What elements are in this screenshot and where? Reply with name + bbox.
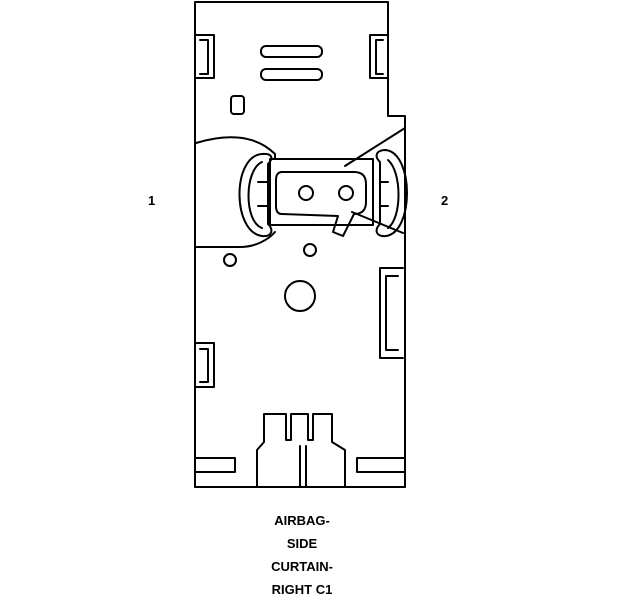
caption-line: AIRBAG- bbox=[274, 513, 330, 528]
housing-right bbox=[344, 127, 406, 167]
bottom-tab-left bbox=[195, 457, 236, 473]
connector-body-outline bbox=[194, 1, 406, 488]
latch-mid-right bbox=[379, 267, 404, 359]
terminal-carrier bbox=[269, 158, 374, 226]
terminal-hole-2 bbox=[338, 185, 354, 201]
latch-top-left bbox=[195, 34, 215, 79]
pin-label-2: 2 bbox=[441, 193, 449, 208]
latch-top-right bbox=[369, 34, 388, 79]
connector-caption: AIRBAG- SIDE CURTAIN- RIGHT C1 bbox=[212, 509, 392, 601]
slot-upper bbox=[260, 45, 323, 58]
center-hole bbox=[284, 280, 316, 312]
key-notch bbox=[230, 95, 245, 115]
housing-left bbox=[195, 136, 276, 159]
pin-label-1: 1 bbox=[148, 193, 156, 208]
terminal-plate bbox=[275, 171, 367, 237]
caption-line: SIDE bbox=[286, 536, 318, 551]
latch-bottom-left bbox=[195, 342, 215, 388]
pin-hole-small bbox=[303, 243, 317, 257]
terminal-hole-1 bbox=[298, 185, 314, 201]
locator-hole bbox=[223, 253, 237, 267]
wire-exit bbox=[256, 413, 346, 488]
caption-line: RIGHT C1 bbox=[271, 582, 333, 597]
caption-line: CURTAIN- bbox=[271, 559, 333, 574]
terminal-lock-left bbox=[238, 152, 273, 238]
slot-lower bbox=[260, 68, 323, 81]
terminal-lock-right bbox=[375, 149, 408, 238]
bottom-tab-right bbox=[356, 457, 405, 473]
